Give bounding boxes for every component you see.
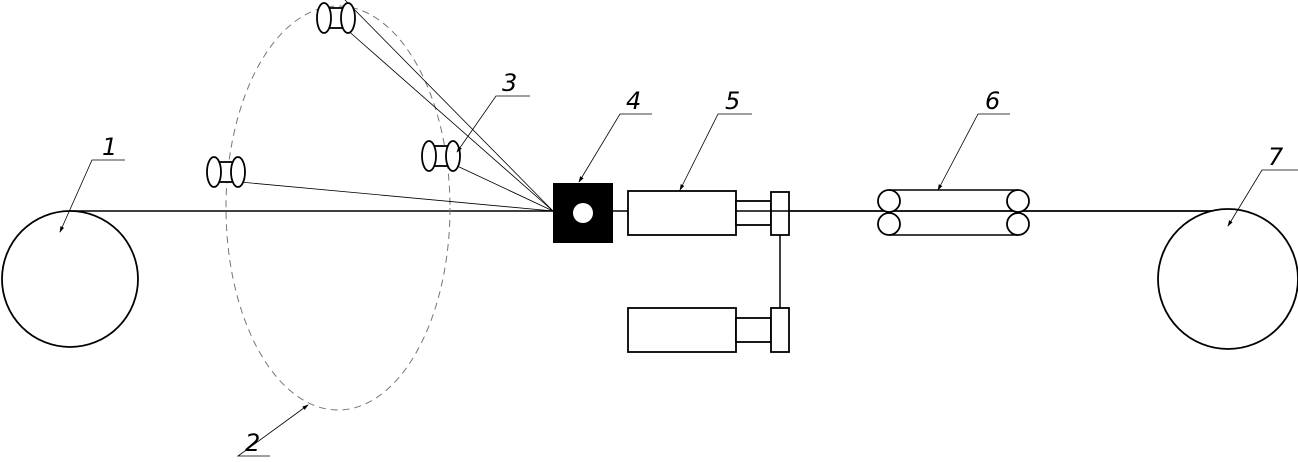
label-5: 5 [725,87,740,115]
upper-cylinder [627,190,790,236]
spool [316,2,356,34]
die-hole [573,203,593,223]
lower-cylinder [627,307,790,353]
leader-lines [59,95,1298,457]
threads [239,0,554,212]
label-6: 6 [985,87,1000,115]
label-1: 1 [102,133,117,161]
spool [421,140,461,172]
supply-reel [1,210,139,348]
label-3: 3 [502,69,517,97]
spool-orbit-path [225,5,451,411]
label-2: 2 [245,429,260,457]
takeup-reel [1157,208,1298,350]
label-7: 7 [1268,143,1284,171]
puller-rollers [877,189,1030,236]
spool [206,156,246,188]
label-4: 4 [626,87,641,115]
